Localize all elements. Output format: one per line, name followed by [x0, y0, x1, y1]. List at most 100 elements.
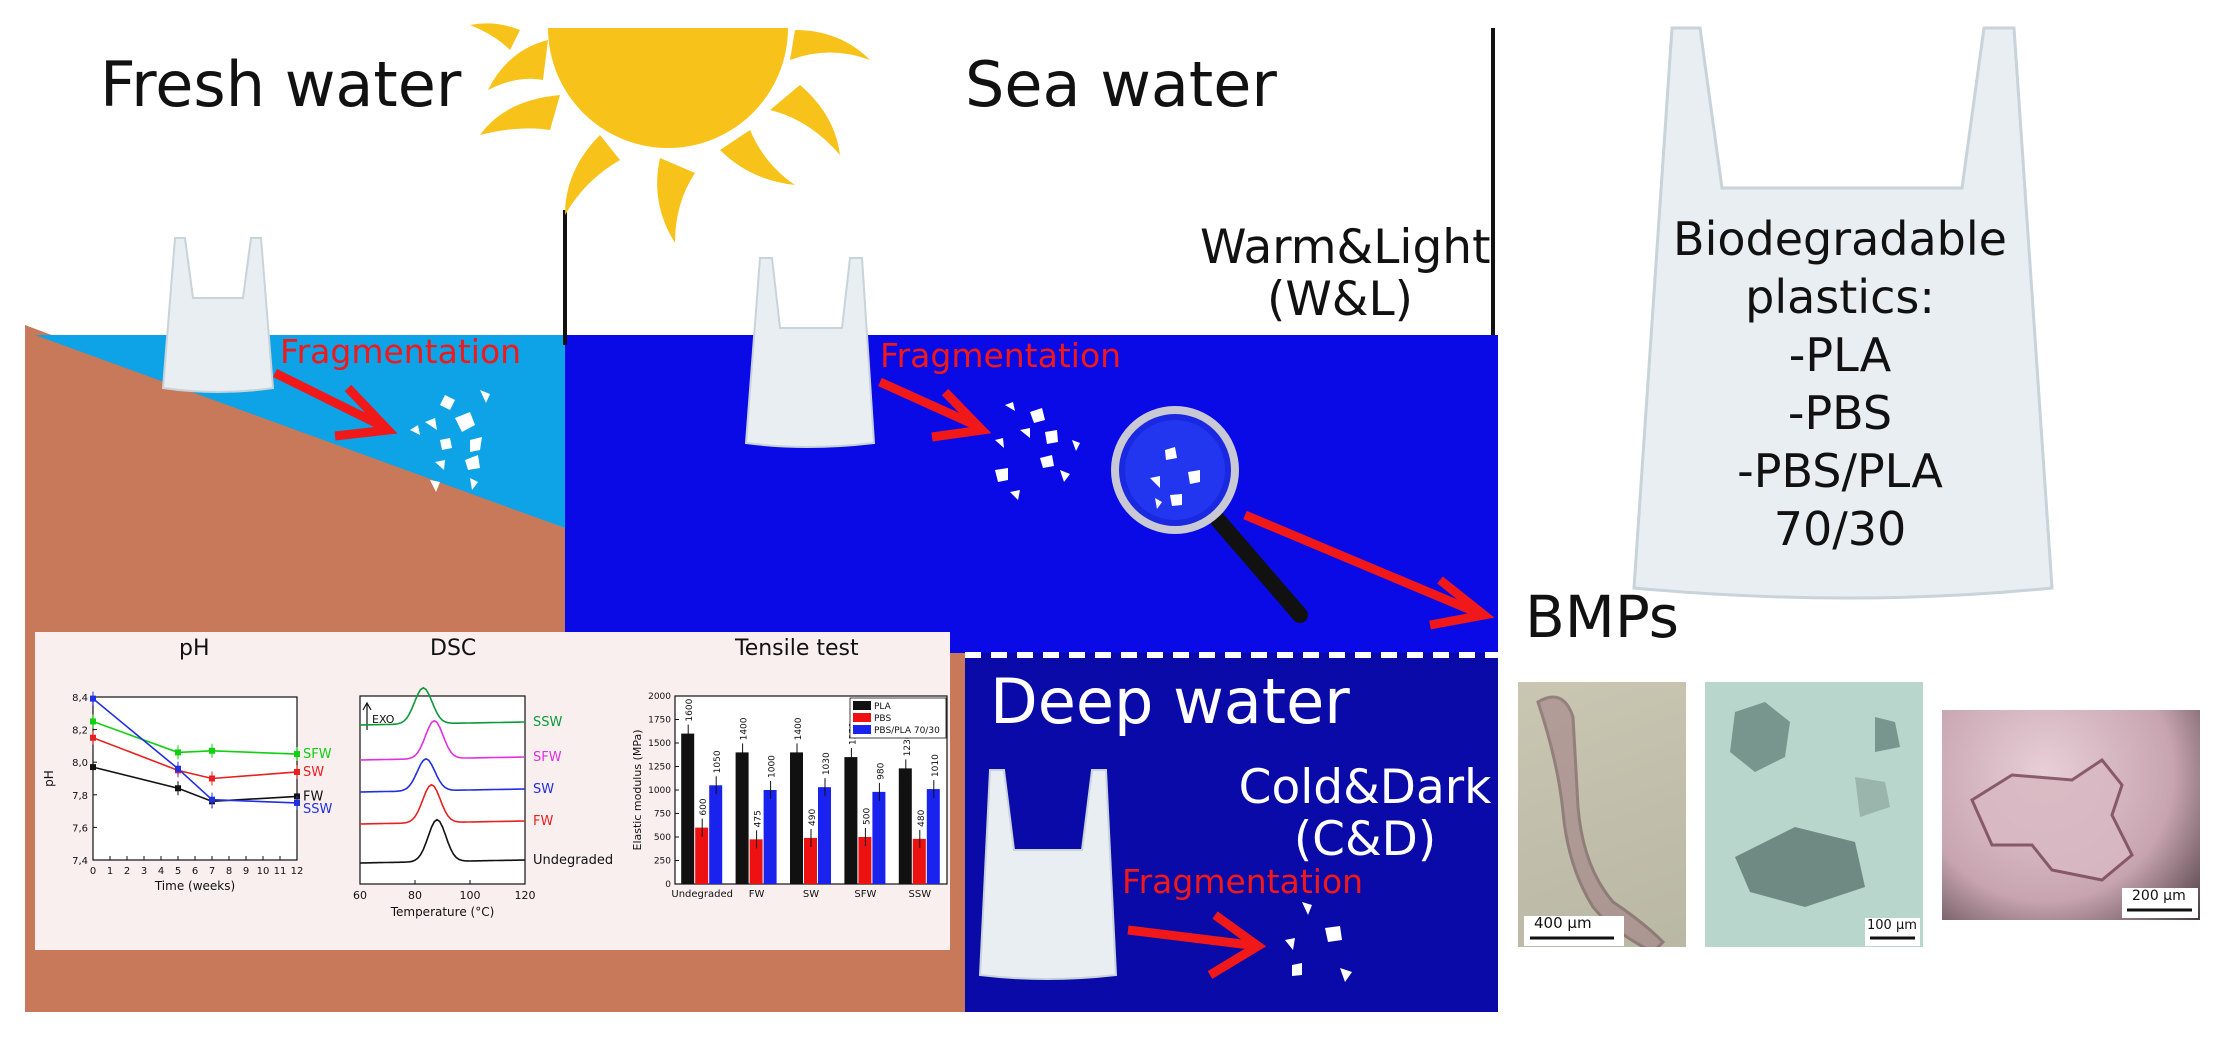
ph-x-tick-label: 3: [141, 866, 147, 877]
tensile-bar: [926, 789, 940, 884]
chart-title-dsc: DSC: [430, 636, 477, 661]
tensile-category-label: Undegraded: [671, 889, 733, 900]
dsc-series-label: SW: [533, 782, 554, 797]
tensile-data-label: 1400: [740, 717, 750, 740]
bag-text-line: plastics:: [1745, 270, 1935, 324]
ph-series-label: FW: [303, 789, 323, 804]
tensile-y-tick-label: 1500: [648, 739, 671, 749]
dsc-annotation: EXO: [372, 713, 395, 726]
dsc-x-tick-label: 100: [460, 889, 481, 902]
tensile-data-label: 475: [754, 810, 764, 827]
tensile-bar: [790, 752, 803, 884]
tensile-y-tick-label: 1250: [648, 763, 671, 773]
fresh-water-label: Fresh water: [100, 48, 462, 121]
ph-x-tick-label: 1: [107, 866, 113, 877]
chart-title-ph: pH: [179, 636, 210, 661]
ph-x-tick-label: 5: [175, 866, 181, 877]
tensile-category-label: FW: [749, 889, 765, 900]
tensile-data-label: 480: [917, 809, 927, 826]
ph-x-tick-label: 10: [257, 866, 270, 877]
tensile-bar: [912, 838, 926, 884]
micrograph-1-particle: [1524, 695, 1666, 947]
micrograph-3: 200 μm: [1942, 710, 2200, 920]
tensile-y-tick-label: 1000: [648, 786, 671, 796]
arrow-icon-sinking: [1243, 510, 1495, 630]
ph-plot-area: [92, 696, 298, 861]
fragmentation-label-sea: Fragmentation: [880, 336, 1122, 375]
fragmentation-label-fresh: Fragmentation: [280, 332, 522, 371]
ph-x-tick-label: 6: [192, 866, 198, 877]
tensile-category-label: SSW: [909, 889, 932, 900]
dsc-x-tick-label: 60: [353, 889, 367, 902]
ph-x-tick-label: 4: [158, 866, 164, 877]
tensile-data-label: 1050: [713, 750, 723, 773]
tensile-data-label: 1600: [685, 698, 695, 721]
ph-series-line: [92, 737, 298, 780]
arrow-icon-fresh: [273, 368, 398, 441]
scale-bar-label-3: 200 μm: [2132, 888, 2186, 904]
ph-x-tick-label: 7: [209, 866, 215, 877]
dsc-curve: [359, 757, 526, 793]
ph-x-tick-label: 0: [90, 866, 96, 877]
tensile-bar: [709, 785, 723, 884]
tensile-y-tick-label: 750: [654, 810, 671, 820]
arrow-icon-deep: [1127, 911, 1267, 979]
micrograph-3-particle: [1970, 757, 2198, 918]
tensile-bar: [749, 839, 763, 884]
tensile-bar: [858, 837, 872, 884]
tensile-data-label: 1010: [931, 754, 941, 777]
fragments-sea: [995, 402, 1080, 500]
bag-text: Biodegradable plastics: -PLA -PBS -PBS/P…: [1660, 210, 2020, 558]
bag-text-line: -PBS: [1787, 386, 1893, 440]
micrograph-1: 400 μm: [1518, 682, 1686, 947]
bag-icon-fresh: [161, 237, 275, 393]
ph-y-tick-label: 7,4: [72, 856, 88, 867]
ph-x-tick-label: 9: [243, 866, 249, 877]
tensile-bar: [898, 768, 912, 884]
tensile-data-label: 1000: [768, 755, 778, 778]
ph-x-tick-label: 8: [226, 866, 232, 877]
dsc-curve: [359, 719, 525, 761]
dsc-x-axis-label: Temperature (°C): [390, 905, 495, 919]
dsc-series-label: FW: [533, 814, 553, 829]
ph-y-tick-label: 8,4: [72, 693, 88, 704]
tensile-bar: [818, 787, 831, 884]
cold-dark-line1: Cold&Dark: [1238, 760, 1492, 815]
ph-x-tick-label: 12: [291, 866, 304, 877]
ph-series-label: SSW: [303, 802, 333, 817]
tensile-bar: [763, 790, 777, 884]
bmps-label: BMPs: [1525, 583, 1680, 651]
tensile-data-label: 600: [699, 798, 709, 815]
dsc-curve: [359, 686, 525, 726]
fragments-fresh: [410, 390, 490, 492]
tensile-bar: [804, 837, 817, 884]
tensile-y-tick-label: 2000: [648, 692, 671, 702]
ph-series-label: SW: [303, 765, 324, 780]
micrograph-2-particle: [1730, 702, 1920, 946]
tensile-data-label: 490: [808, 808, 818, 825]
cold-dark-line2: (C&D): [1293, 812, 1437, 867]
ph-y-tick-label: 7,8: [72, 791, 88, 802]
bag-text-line: -PLA: [1788, 328, 1892, 382]
bag-icon-sea: [744, 257, 876, 448]
tensile-y-tick-label: 0: [665, 880, 671, 890]
tensile-bar: [844, 757, 858, 884]
ph-series-label: SFW: [303, 747, 332, 762]
tensile-bar: [872, 791, 886, 884]
ph-x-tick-label: 11: [274, 866, 287, 877]
cold-dark-label: Cold&Dark (C&D): [1230, 762, 1500, 866]
sun-icon: [470, 23, 870, 243]
micrograph-2: 100 μm: [1705, 682, 1923, 947]
tensile-y-tick-label: 250: [654, 857, 671, 867]
scale-bar-label-2: 100 μm: [1867, 918, 1917, 933]
tensile-y-axis-label: Elastic modulus (MPa): [631, 730, 644, 851]
tensile-bar: [695, 827, 709, 884]
magnifier-icon: [1111, 406, 1308, 623]
bag-text-line: -PBS/PLA: [1737, 444, 1943, 498]
tensile-category-label: SFW: [854, 889, 876, 900]
dsc-exo-arrow-head: [362, 701, 372, 711]
tensile-bar: [681, 733, 695, 884]
ph-x-tick-label: 2: [124, 866, 130, 877]
